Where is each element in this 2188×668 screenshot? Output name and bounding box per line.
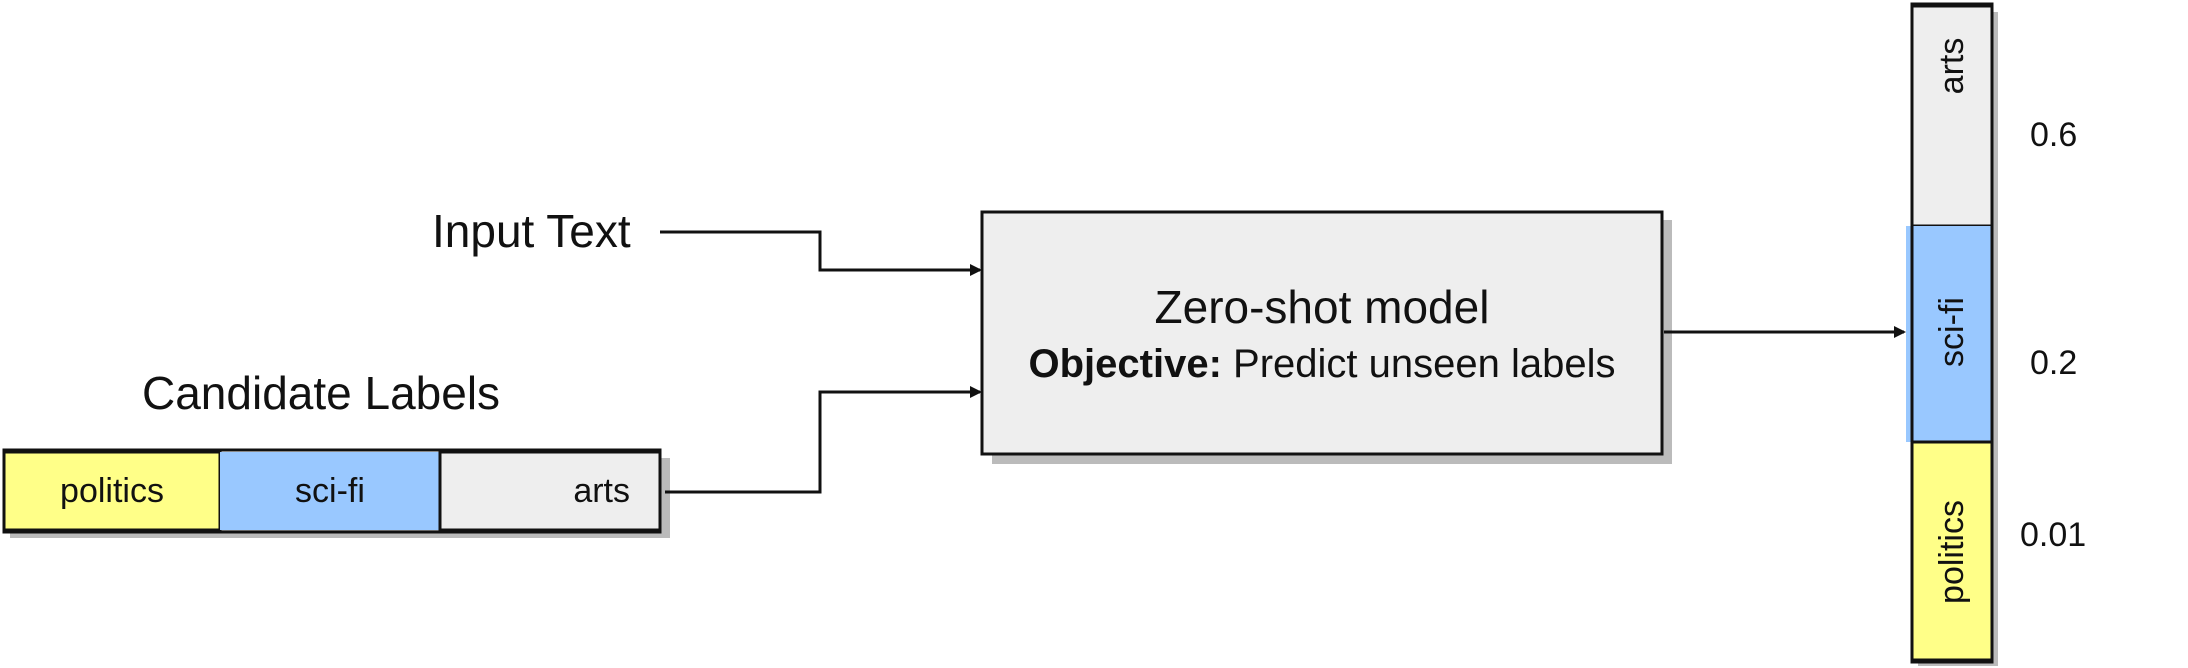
candidate-bar-outline — [2, 448, 662, 534]
output-label-sci-fi: sci-fi — [1933, 297, 1971, 367]
candidate-label-politics-text: politics — [60, 471, 164, 510]
candidate-box-politics — [2, 450, 222, 532]
candidate-label-politics: politics — [4, 452, 220, 530]
model-objective: Objective: Predict unseen labels — [982, 342, 1662, 387]
candidate-label-sci-fi: sci-fi — [220, 452, 440, 530]
input-text-label: Input Text — [432, 205, 631, 257]
candidate-box-sci-fi — [220, 452, 440, 530]
output-bar-outline — [1910, 2, 1994, 664]
input-text-connector — [660, 230, 982, 276]
output-label-politics: politics — [1933, 500, 1971, 604]
candidate-label-sci-fi-text: sci-fi — [295, 471, 365, 510]
output-box-sci-fi — [1906, 226, 1992, 442]
output-box-politics — [1910, 440, 1994, 662]
model-objective-label: Objective: — [1028, 342, 1222, 386]
candidate-label-arts: arts — [440, 452, 660, 530]
output-score-sci-fi: 0.2 — [2030, 344, 2078, 382]
candidate-labels-connector — [665, 386, 982, 494]
candidate-labels-title: Candidate Labels — [142, 367, 501, 419]
output-score-arts: 0.6 — [2030, 116, 2078, 154]
output-score-politics: 0.01 — [2020, 516, 2087, 554]
model-objective-text: Predict unseen labels — [1233, 342, 1616, 386]
model-box — [980, 210, 1664, 456]
output-label-arts: arts — [1933, 37, 1971, 95]
model-title: Zero-shot model — [1154, 281, 1490, 333]
candidate-label-arts-text: arts — [573, 471, 630, 510]
